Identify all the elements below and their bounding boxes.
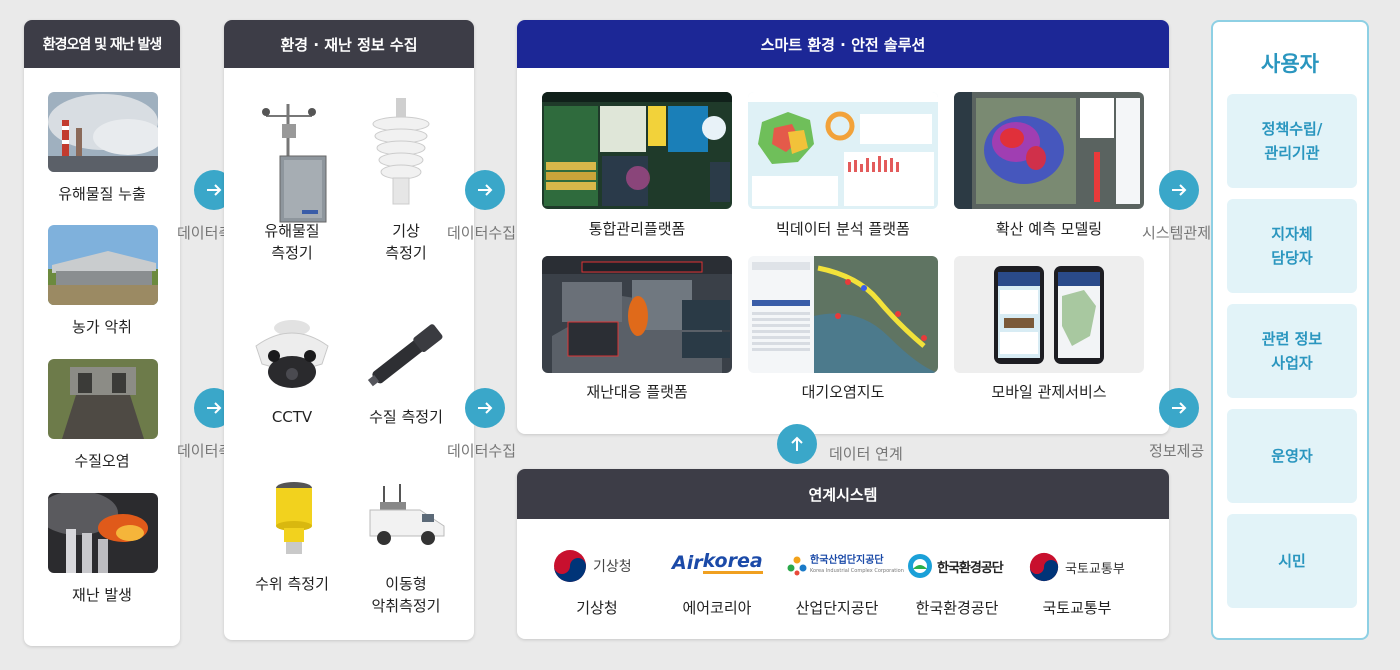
- arrow-right-icon: [1172, 402, 1187, 414]
- taeguk-icon: [1029, 552, 1059, 582]
- label-mobile-odor-sensor: 이동형 악취측정기: [371, 575, 441, 615]
- arrow-collect-bottom: [465, 388, 505, 428]
- panel-header-pollution: 환경오염 및 재난 발생: [24, 20, 180, 68]
- label-kicox: 산업단지공단: [795, 599, 879, 617]
- label-water-level-sensor: 수위 측정기: [255, 575, 329, 593]
- label-dispersion-modeling: 확산 예측 모델링: [995, 220, 1103, 238]
- keco-logo: 한국환경공단: [907, 553, 1004, 579]
- taeguk-icon: [554, 550, 586, 582]
- airkorea-logo: Air korea: [672, 551, 763, 574]
- dispersion-modeling-screenshot: [954, 92, 1144, 209]
- label-cctv: CCTV: [271, 408, 313, 426]
- label-mobile-service: 모바일 관제서비스: [991, 383, 1107, 401]
- arrow-provide: [1159, 388, 1199, 428]
- molit-logo: 국토교통부: [1029, 552, 1125, 582]
- flow-label-provide: 정보제공: [1149, 442, 1205, 460]
- flow-label-control: 시스템관제: [1142, 224, 1212, 242]
- airkorea-logo-korea: korea: [702, 550, 763, 574]
- cctv-icon: [250, 316, 334, 392]
- pollution-disaster-panel: 환경오염 및 재난 발생 유해물질 누출 농가 악취: [24, 20, 180, 646]
- label-keco: 한국환경공단: [915, 599, 999, 617]
- weather-sensor-icon: [366, 96, 436, 216]
- arrow-right-icon: [478, 184, 493, 196]
- collection-panel: 환경 · 재난 정보 수집 유해물질 측정기 기상 측정기: [224, 20, 474, 640]
- kma-logo: 기상청: [553, 549, 632, 583]
- label-disaster: 재난 발생: [72, 586, 132, 604]
- label-water-quality-sensor: 수질 측정기: [369, 408, 443, 426]
- label-bigdata-platform: 빅데이터 분석 플랫폼: [776, 220, 910, 238]
- water-quality-sensor-icon: [360, 318, 452, 390]
- user-policy-agency: 정책수립/ 관리기관: [1227, 94, 1357, 188]
- airkorea-logo-air: Air: [672, 551, 703, 574]
- linked-systems-panel: 연계시스템 기상청 기상청 Air korea 에어코리아 한국산업단지공단 K…: [517, 469, 1169, 639]
- disaster-image: [48, 493, 158, 573]
- user-info-business: 관련 정보 사업자: [1227, 304, 1357, 398]
- air-pollution-map-screenshot: [748, 256, 938, 373]
- kicox-logo-subtext: Korea Industrial Complex Corporation: [810, 568, 904, 574]
- arrow-up-icon: [791, 436, 803, 451]
- users-panel: 사용자 정책수립/ 관리기관 지자체 담당자 관련 정보 사업자 운영자 시민: [1211, 20, 1369, 640]
- mobile-odor-van-icon: [364, 482, 448, 548]
- arrow-right-icon: [207, 184, 222, 196]
- keco-emblem-icon: [908, 554, 932, 578]
- kicox-emblem-icon: [787, 556, 807, 576]
- user-citizen: 시민: [1227, 514, 1357, 608]
- keco-logo-text: 한국환경공단: [937, 560, 1004, 576]
- flow-label-collect-bottom: 데이터수집: [447, 442, 517, 460]
- toxic-sensor-icon: [246, 98, 336, 228]
- arrow-control: [1159, 170, 1199, 210]
- molit-logo-text: 국토교통부: [1065, 561, 1125, 577]
- flow-label-data-link: 데이터 연계: [829, 445, 903, 463]
- label-farm-odor: 농가 악취: [72, 318, 132, 336]
- flow-label-collect-top: 데이터수집: [447, 224, 517, 242]
- label-weather-sensor: 기상 측정기: [385, 222, 427, 262]
- solutions-panel: 스마트 환경 · 안전 솔루션 통합관리플랫폼: [517, 20, 1169, 434]
- integrated-platform-screenshot: [542, 92, 732, 209]
- label-water-pollution: 수질오염: [74, 452, 130, 470]
- arrow-data-link-up: [777, 424, 817, 464]
- arrow-collect-top: [465, 170, 505, 210]
- panel-header-linked: 연계시스템: [517, 469, 1169, 519]
- label-kma: 기상청: [576, 599, 618, 617]
- arrow-right-icon: [478, 402, 493, 414]
- water-level-sensor-icon: [270, 480, 318, 560]
- farm-odor-image: [48, 225, 158, 305]
- label-air-pollution-map: 대기오염지도: [801, 383, 885, 401]
- label-toxic-leak: 유해물질 누출: [58, 185, 146, 203]
- user-local-government: 지자체 담당자: [1227, 199, 1357, 293]
- arrow-right-icon: [1172, 184, 1187, 196]
- users-title: 사용자: [1261, 52, 1319, 76]
- disaster-platform-screenshot: [542, 256, 732, 373]
- water-pollution-image: [48, 359, 158, 439]
- label-toxic-sensor: 유해물질 측정기: [264, 222, 320, 262]
- label-integrated-platform: 통합관리플랫폼: [588, 220, 686, 238]
- label-molit: 국토교통부: [1042, 599, 1112, 617]
- kma-logo-text: 기상청: [593, 559, 632, 575]
- kicox-logo: 한국산업단지공단 Korea Industrial Complex Corpor…: [787, 555, 904, 577]
- kicox-logo-text: 한국산업단지공단: [810, 555, 884, 566]
- panel-header-solutions: 스마트 환경 · 안전 솔루션: [517, 20, 1169, 68]
- toxic-leak-image: [48, 92, 158, 172]
- panel-header-collection: 환경 · 재난 정보 수집: [224, 20, 474, 68]
- bigdata-platform-screenshot: [748, 92, 938, 209]
- label-disaster-platform: 재난대응 플랫폼: [586, 383, 688, 401]
- arrow-right-icon: [207, 402, 222, 414]
- label-airkorea: 에어코리아: [682, 599, 752, 617]
- mobile-service-screenshot: [954, 256, 1144, 373]
- user-operator: 운영자: [1227, 409, 1357, 503]
